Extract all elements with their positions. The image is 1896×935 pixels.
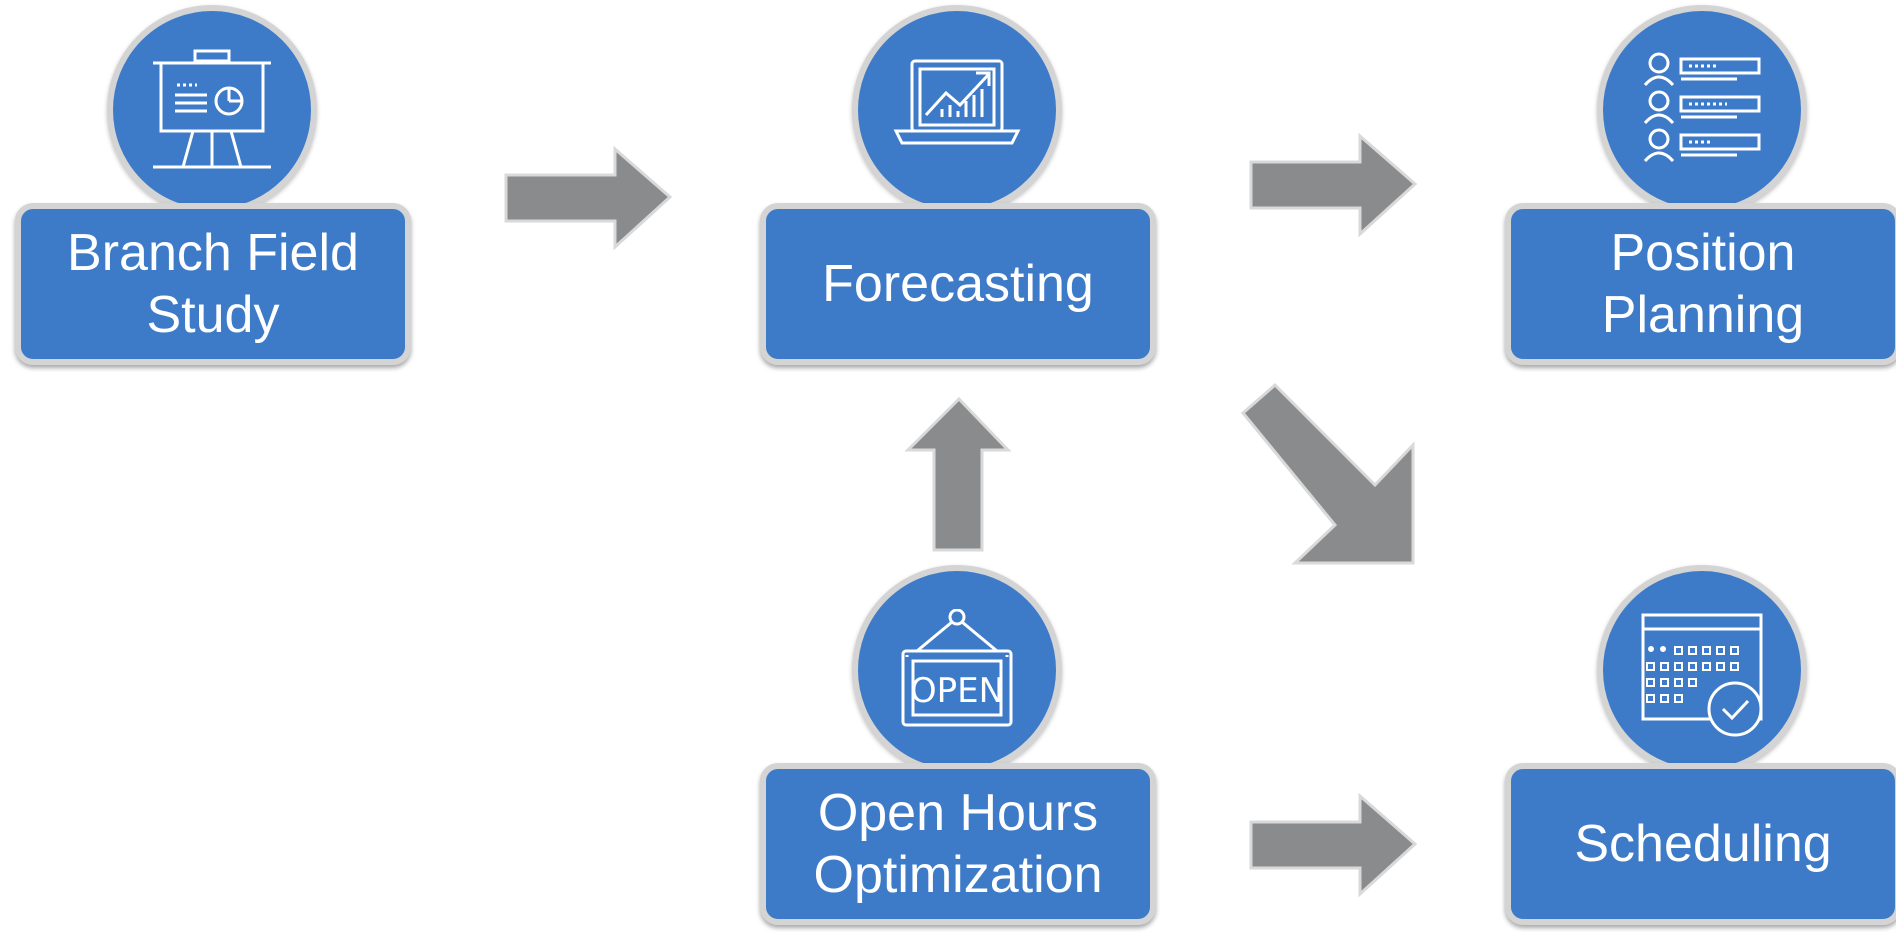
node-branch-field-study: Branch Field Study <box>15 5 420 375</box>
node-box: Forecasting <box>760 203 1156 365</box>
laptop-growth-chart-icon <box>893 59 1021 145</box>
open-sign-icon: OPEN <box>901 609 1013 727</box>
arrow-forecasting-to-position-planning <box>1249 132 1418 238</box>
node-scheduling: Scheduling <box>1505 565 1896 935</box>
node-open-hours-optimization: OPEN Open Hours Optimization <box>760 565 1165 935</box>
node-box: Scheduling <box>1505 763 1896 925</box>
node-box: Branch Field Study <box>15 203 411 365</box>
staff-list-icon <box>1643 52 1761 163</box>
node-circle <box>107 5 317 215</box>
arrow-open-hours-to-forecasting <box>904 396 1012 552</box>
node-circle <box>852 5 1062 215</box>
calendar-check-icon <box>1641 613 1763 737</box>
arrow-forecasting-to-scheduling <box>1240 382 1415 565</box>
svg-text:OPEN: OPEN <box>910 671 1004 711</box>
arrow-open-hours-to-scheduling <box>1249 792 1418 898</box>
node-circle <box>1597 5 1807 215</box>
node-box: Position Planning <box>1505 203 1896 365</box>
node-box: Open Hours Optimization <box>760 763 1156 925</box>
node-position-planning: Position Planning <box>1505 5 1896 375</box>
node-circle <box>1597 565 1807 775</box>
node-forecasting: Forecasting <box>760 5 1165 375</box>
node-circle: OPEN <box>852 565 1062 775</box>
presentation-board-icon <box>153 49 271 169</box>
arrow-branch-to-forecasting <box>504 145 673 251</box>
